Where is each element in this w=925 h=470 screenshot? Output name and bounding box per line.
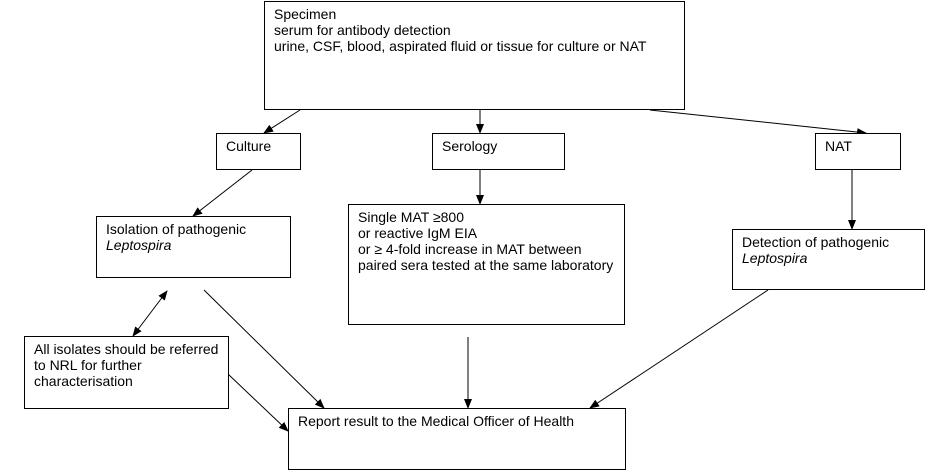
specimen-serum-line: serum for antibody detection [274, 22, 451, 38]
serology-label: Serology [442, 138, 498, 154]
isolation-box: Isolation of pathogenic Leptospira [96, 216, 291, 278]
serology-result-fourfold: or ≥ 4-fold increase in MAT between pair… [358, 241, 614, 273]
isolation-organism: Leptospira [106, 237, 172, 253]
referral-box: All isolates should be referred to NRL f… [24, 336, 229, 409]
arrow-detection-to-report [589, 289, 769, 409]
serology-result-igm: or reactive IgM EIA [358, 225, 478, 241]
serology-box: Serology [432, 133, 565, 170]
arrow-referral-to-report [227, 373, 289, 432]
nat-label: NAT [825, 138, 852, 154]
report-text: Report result to the Medical Officer of … [298, 413, 574, 429]
arrow-culture-to-isolation [192, 169, 253, 217]
nat-box: NAT [815, 133, 901, 170]
specimen-title: Specimen [274, 6, 337, 22]
culture-label: Culture [226, 138, 272, 154]
culture-box: Culture [216, 133, 301, 170]
isolation-text: Isolation of pathogenic [106, 221, 247, 237]
detection-box: Detection of pathogenic Leptospira [732, 229, 925, 290]
arrow-specimen-to-culture [263, 109, 301, 134]
arrow-specimen-to-nat [649, 109, 867, 137]
referral-text: All isolates should be referred to NRL f… [34, 341, 219, 389]
arrow-isolation-to-report [203, 289, 325, 409]
arrow-isolation-referral-bidirectional [132, 290, 168, 337]
detection-organism: Leptospira [742, 250, 808, 266]
specimen-box: Specimen serum for antibody detection ur… [264, 1, 685, 110]
serology-result-mat: Single MAT ≥800 [358, 209, 464, 225]
detection-text: Detection of pathogenic [742, 234, 890, 250]
serology-result-box: Single MAT ≥800 or reactive IgM EIA or ≥… [348, 204, 625, 325]
specimen-culture-line: urine, CSF, blood, aspirated fluid or ti… [274, 38, 647, 54]
report-box: Report result to the Medical Officer of … [288, 408, 626, 470]
